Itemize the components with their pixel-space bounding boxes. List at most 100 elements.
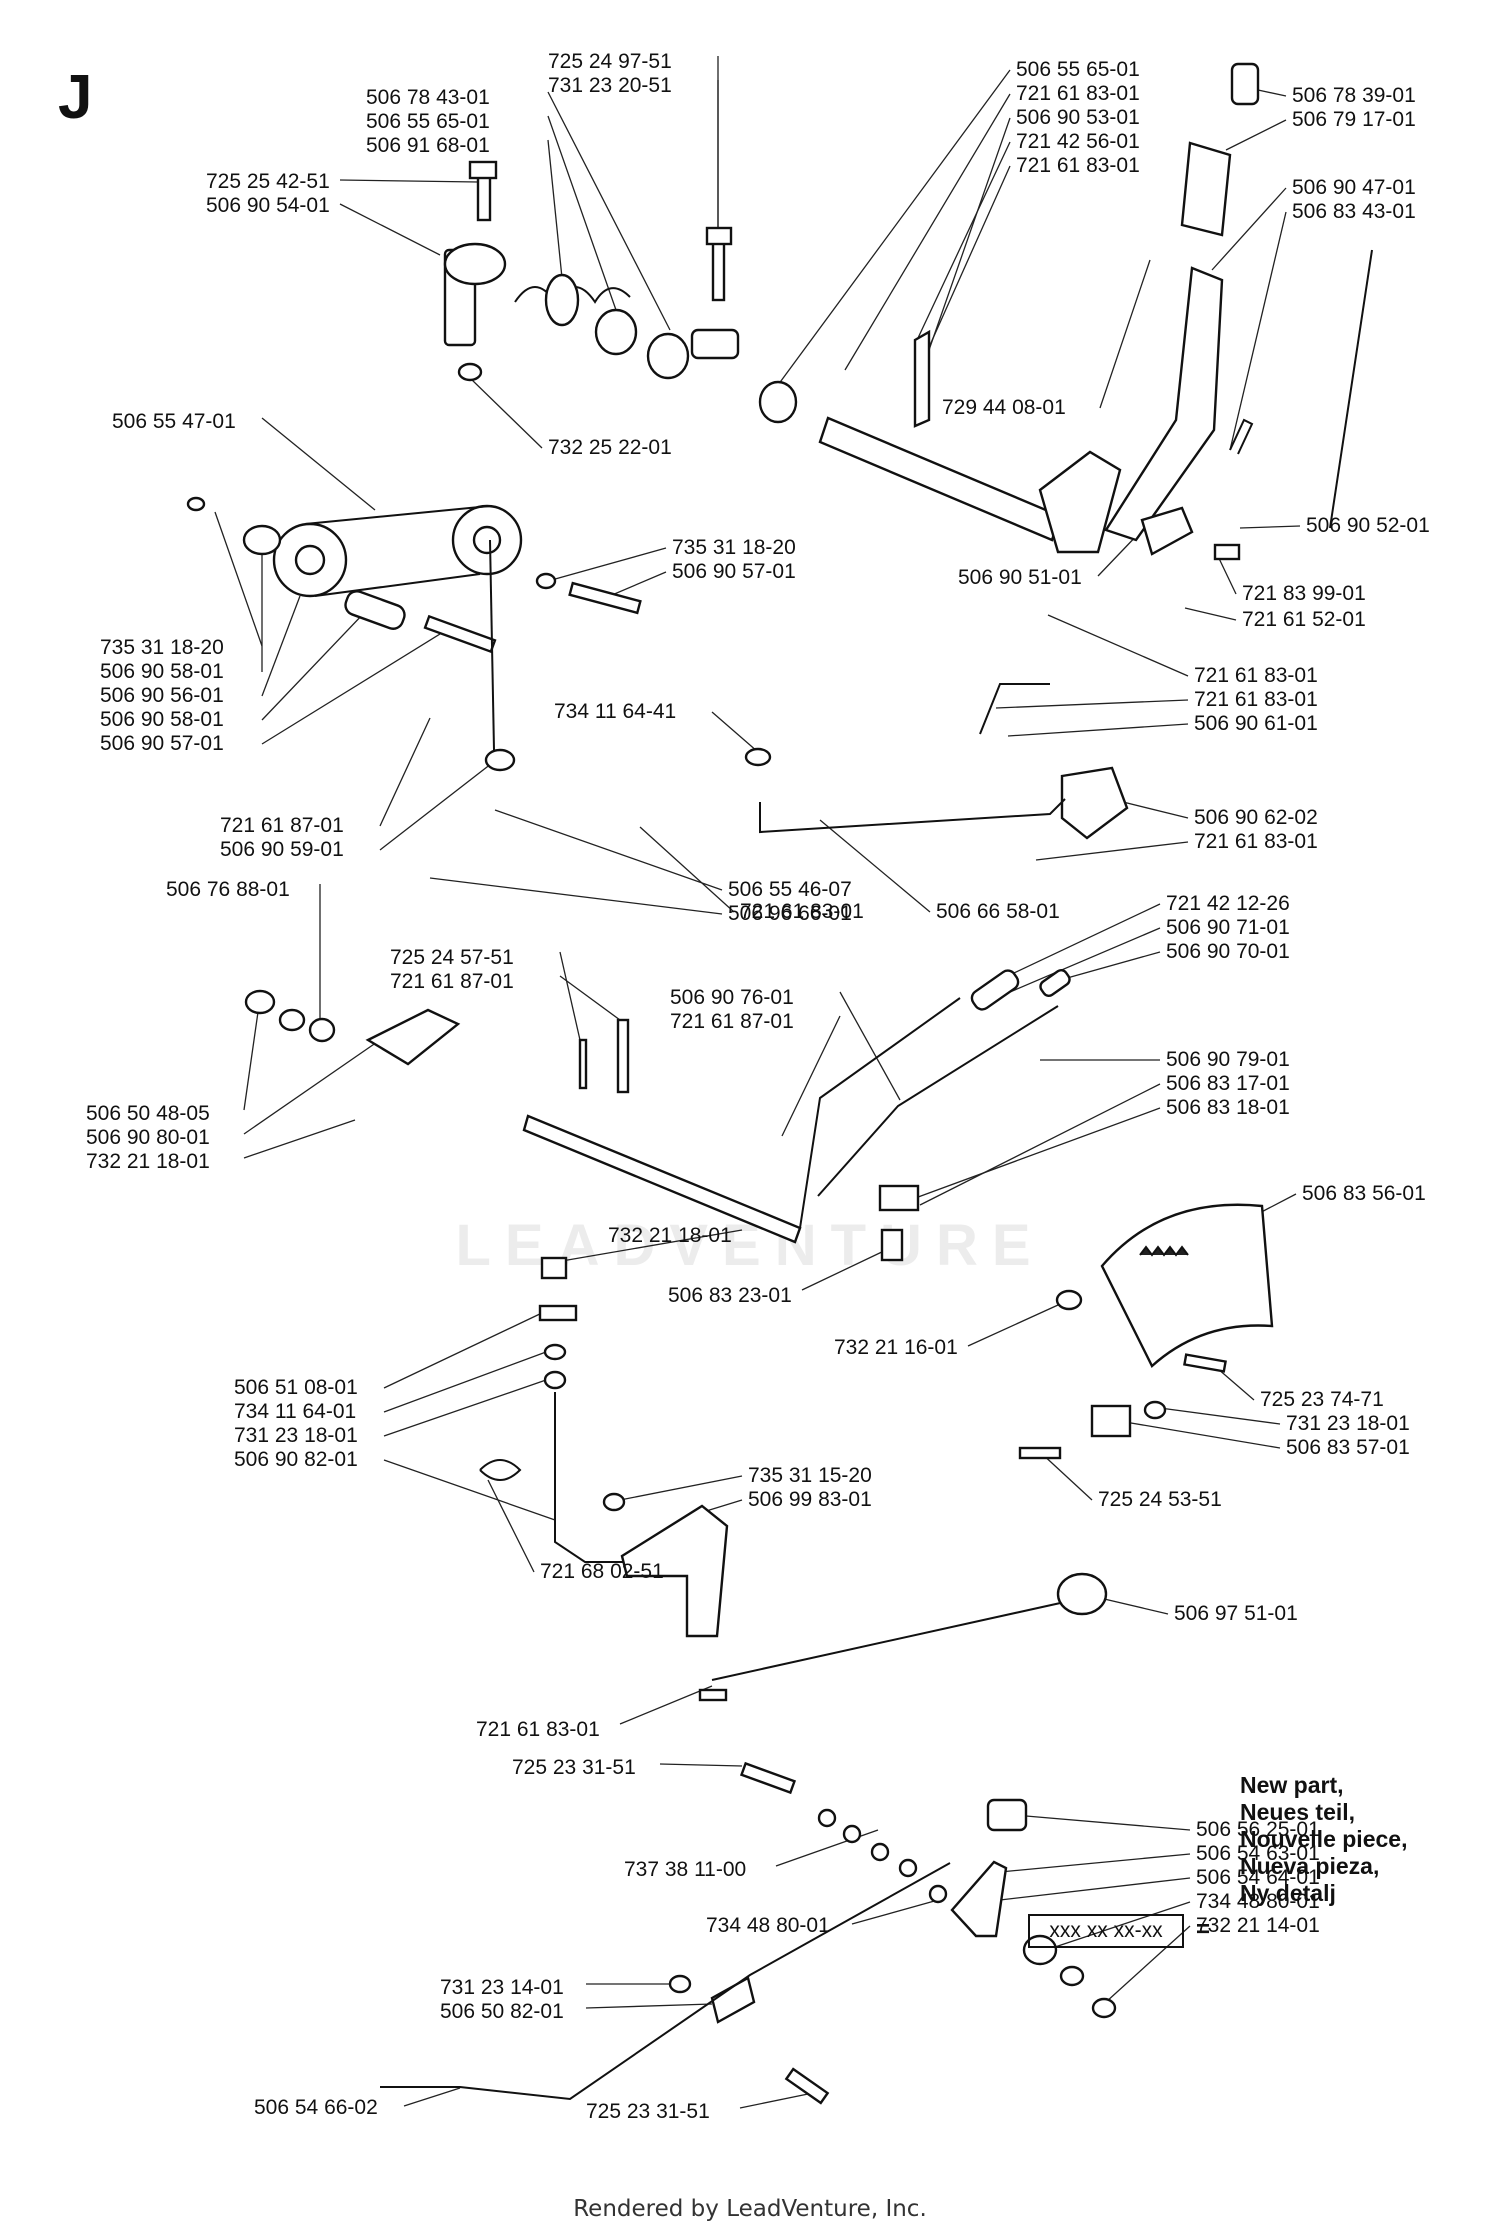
nut-part-2 bbox=[1055, 1289, 1083, 1311]
legend-box: xxx xx xx-xx bbox=[1028, 1914, 1184, 1948]
leader-line bbox=[619, 1685, 713, 1725]
clip-part bbox=[479, 1459, 522, 1481]
part-number-label: 506 83 56-01 bbox=[1302, 1182, 1426, 1205]
leader-line bbox=[1035, 841, 1189, 861]
link-rod-part bbox=[979, 683, 1050, 735]
leader-line bbox=[839, 991, 901, 1101]
leader-line bbox=[1099, 259, 1151, 409]
part-number-label: 506 90 47-01 bbox=[1292, 176, 1416, 199]
leader-line bbox=[801, 1249, 887, 1291]
knob-part bbox=[1230, 62, 1260, 106]
leader-line bbox=[1051, 1901, 1191, 1949]
part-number-label: 734 11 64-41 bbox=[554, 700, 677, 723]
lever-arm-part bbox=[1104, 266, 1224, 542]
leader-line bbox=[781, 1015, 841, 1137]
legend-line: Neues teil, bbox=[1240, 1799, 1356, 1825]
main-shaft-part bbox=[818, 416, 1062, 542]
leader-line bbox=[585, 2003, 713, 2009]
part-number-label: 731 23 18-01 bbox=[234, 1424, 358, 1447]
bushing-part bbox=[594, 308, 638, 356]
bolt-part-2 bbox=[616, 1018, 630, 1094]
part-number-label: 506 90 58-01 bbox=[100, 708, 224, 731]
part-number-label: 506 55 47-01 bbox=[112, 410, 236, 433]
part-number-label: 506 76 88-01 bbox=[166, 878, 290, 901]
part-number-label: 721 61 87-01 bbox=[390, 970, 514, 993]
nut-part-6 bbox=[602, 1492, 626, 1512]
pin-part-3 bbox=[568, 581, 642, 615]
part-number-label: 721 61 83-01 bbox=[1016, 154, 1140, 177]
part-number-label: 506 90 76-01 bbox=[670, 986, 794, 1009]
nut-part-8 bbox=[668, 1974, 692, 1994]
part-number-label: 506 55 65-01 bbox=[366, 110, 490, 133]
clamp-part bbox=[710, 1976, 756, 2024]
pin-part-2 bbox=[423, 614, 497, 654]
leader-line bbox=[775, 1829, 879, 1867]
leader-line bbox=[739, 2093, 809, 2109]
leader-line bbox=[1239, 525, 1301, 529]
leader-line bbox=[711, 711, 759, 753]
leader-line bbox=[967, 1299, 1070, 1347]
leader-line bbox=[547, 139, 563, 279]
part-number-label: 506 83 23-01 bbox=[668, 1284, 792, 1307]
leader-line bbox=[383, 1379, 547, 1437]
spring-coil-part bbox=[544, 273, 580, 327]
leader-line bbox=[487, 1479, 535, 1573]
leader-line bbox=[1025, 1815, 1191, 1831]
part-number-label: 506 54 63-01 bbox=[1196, 1842, 1320, 1865]
tube-part bbox=[344, 590, 406, 630]
part-number-label: 506 90 71-01 bbox=[1166, 916, 1290, 939]
part-number-label: 506 90 70-01 bbox=[1166, 940, 1290, 963]
spring-part-2 bbox=[1229, 418, 1254, 455]
bracket-head-part bbox=[443, 242, 507, 286]
leader-line bbox=[261, 417, 376, 511]
nut-part-3 bbox=[1143, 1400, 1167, 1420]
washer-part-2 bbox=[535, 572, 557, 590]
part-number-label: 737 38 11-00 bbox=[624, 1858, 747, 1881]
nut-part-7 bbox=[1091, 1997, 1117, 2019]
leader-line bbox=[559, 975, 621, 1021]
spring-part-3 bbox=[880, 1228, 904, 1262]
part-number-label: 721 42 56-01 bbox=[1016, 130, 1140, 153]
leader-line bbox=[469, 377, 543, 449]
part-number-label: 721 61 83-01 bbox=[740, 900, 864, 923]
leader-line bbox=[909, 1107, 1161, 1201]
part-number-label: 721 61 87-01 bbox=[220, 814, 344, 837]
collar-bolt-head-part bbox=[705, 226, 733, 246]
washer-part-10 bbox=[928, 1884, 948, 1904]
part-number-label: 506 91 68-01 bbox=[366, 134, 490, 157]
bracket-part-2 bbox=[365, 1008, 461, 1066]
washer-part-5 bbox=[543, 1343, 567, 1361]
leader-line bbox=[917, 141, 1011, 339]
part-number-label: 735 31 18-20 bbox=[672, 536, 796, 559]
belt-part bbox=[304, 505, 491, 525]
part-number-label: 732 21 14-01 bbox=[1196, 1914, 1320, 1937]
collar-part bbox=[690, 328, 740, 360]
part-number-label: 721 61 83-01 bbox=[476, 1718, 600, 1741]
part-number-label: 735 31 18-20 bbox=[100, 636, 224, 659]
part-number-label: 506 90 80-01 bbox=[86, 1126, 210, 1149]
bolt-part-4 bbox=[1018, 1446, 1062, 1460]
section-letter: J bbox=[58, 63, 93, 132]
part-number-label: 506 90 58-01 bbox=[100, 660, 224, 683]
block-part bbox=[878, 1184, 920, 1212]
sector-part bbox=[1100, 1203, 1274, 1368]
knob-part-3 bbox=[1039, 968, 1071, 998]
link-plate-part bbox=[1060, 766, 1129, 840]
part-number-label: 506 51 08-01 bbox=[234, 1376, 358, 1399]
part-number-label: 506 56 25-01 bbox=[1196, 1818, 1320, 1841]
part-number-label: 506 99 83-01 bbox=[748, 1488, 872, 1511]
part-number-label: 506 83 17-01 bbox=[1166, 1072, 1290, 1095]
leader-line bbox=[379, 717, 431, 827]
bolt-part-5 bbox=[739, 1761, 797, 1795]
arm-part bbox=[620, 1504, 729, 1638]
part-number-label: 725 25 42-51 bbox=[206, 170, 330, 193]
part-number-label: 506 83 43-01 bbox=[1292, 200, 1416, 223]
leader-line bbox=[929, 165, 1011, 346]
part-number-label: 734 48 80-01 bbox=[1196, 1890, 1320, 1913]
part-number-label: 735 31 15-20 bbox=[748, 1464, 872, 1487]
part-number-label: 506 90 53-01 bbox=[1016, 106, 1140, 129]
leader-line bbox=[243, 1039, 381, 1135]
bushing-part-3 bbox=[758, 380, 798, 424]
knob-part-2 bbox=[970, 969, 1020, 1011]
washer-part bbox=[186, 496, 206, 512]
